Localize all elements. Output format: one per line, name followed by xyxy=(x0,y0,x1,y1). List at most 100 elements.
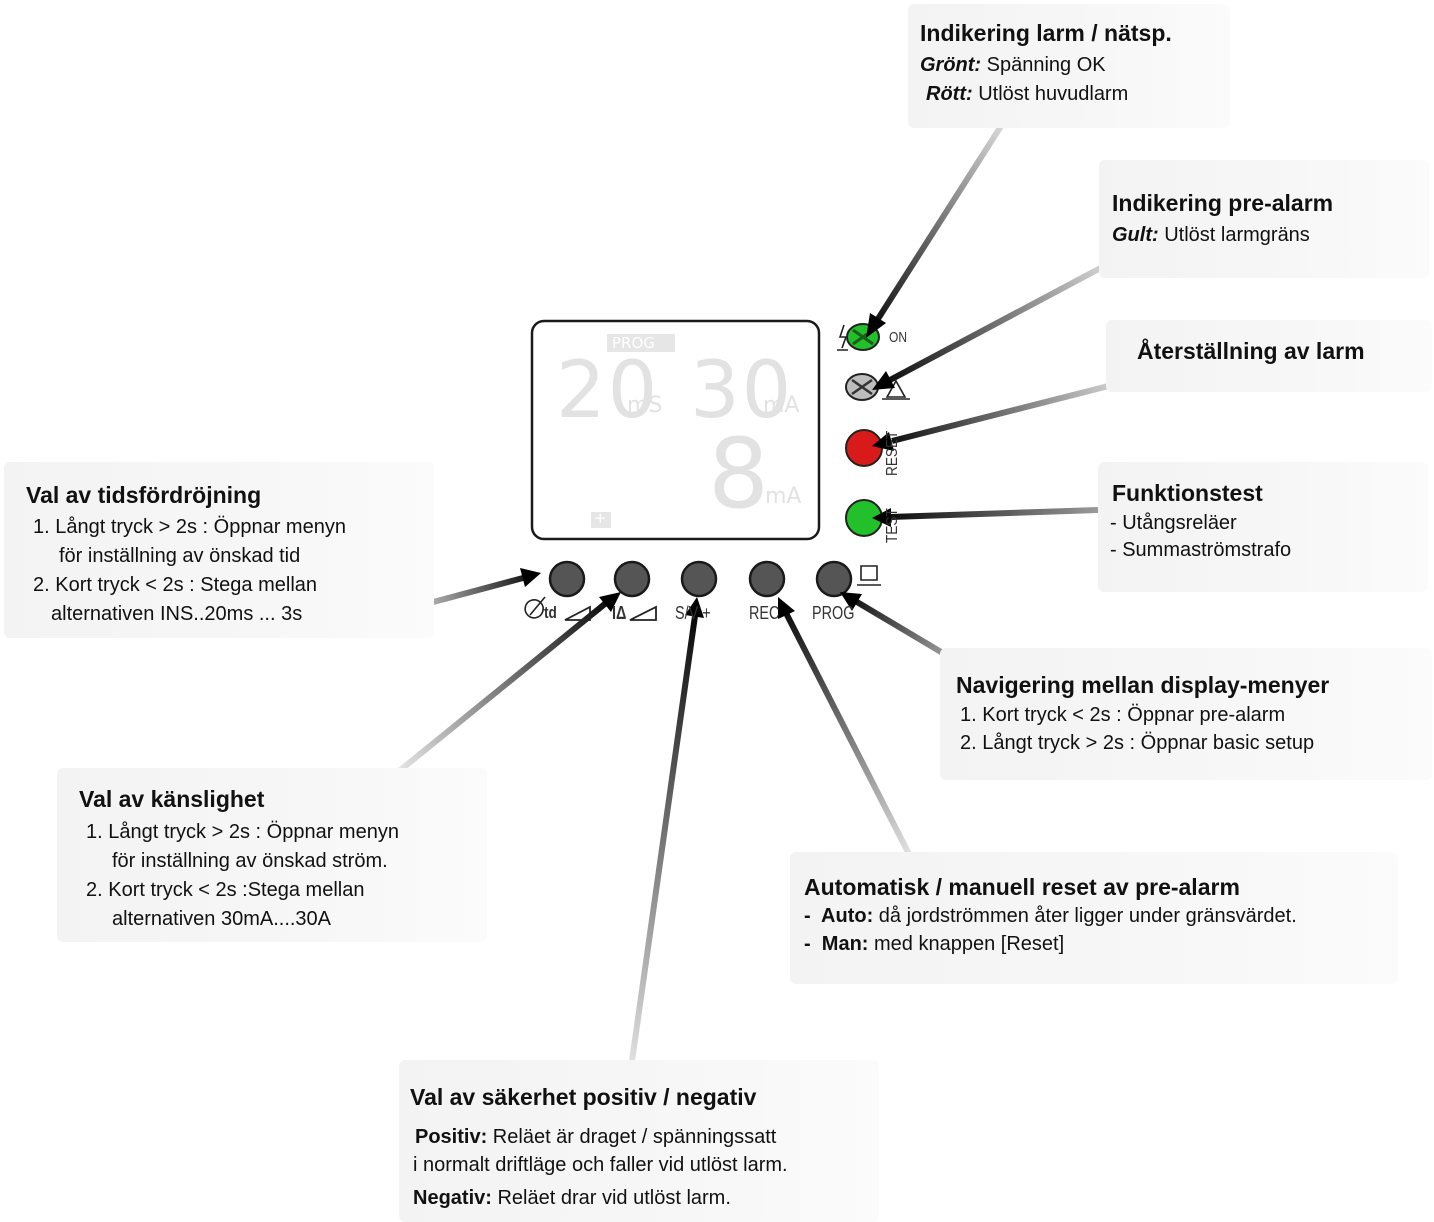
arrow-reset xyxy=(891,375,1141,444)
arrow-safety xyxy=(627,615,698,1076)
callout-line: Negativ: Reläet drar vid utlöst larm. xyxy=(413,1187,731,1210)
callout-title: Val av säkerhet positiv / negativ xyxy=(410,1084,757,1110)
lcd-unit-large: mA xyxy=(765,484,802,509)
prealarm-led-group xyxy=(845,373,879,401)
key-man: Man: xyxy=(821,933,869,955)
td-symbol-icon xyxy=(524,596,546,619)
callout-line: - Utångsreläer xyxy=(1110,512,1237,534)
callout-line: Rött: Utlöst huvudlarm xyxy=(926,83,1128,106)
arrow-alarm-power-head xyxy=(866,313,886,338)
key-red: Rött: xyxy=(926,83,973,105)
callout-line: alternativen INS..20ms ... 3s xyxy=(51,603,303,625)
callout-line: - Summaströmstrafo xyxy=(1110,539,1292,561)
prog-button-label: PROG xyxy=(812,603,855,623)
arrow-time-delay-head xyxy=(520,568,541,587)
sensitivity-button-label: IΔ xyxy=(612,603,627,623)
on-label: ON xyxy=(889,329,907,346)
key-negative: Negativ: xyxy=(413,1187,492,1209)
callout-title: Navigering mellan display-menyer xyxy=(956,672,1330,698)
reset-button[interactable] xyxy=(845,429,883,467)
callout-time-delay: Val av tidsfördröjning 1. Långt tryck > … xyxy=(4,462,434,638)
callout-sensitivity: Val av känslighet 1. Långt tryck > 2s : … xyxy=(57,768,487,942)
arrow-sensitivity-head xyxy=(599,592,621,612)
lcd-prog-indicator xyxy=(607,334,675,352)
callout-title: Återställning av larm xyxy=(1137,338,1365,364)
lcd-plus-indicator xyxy=(591,512,611,528)
td-button[interactable] xyxy=(548,560,586,598)
test-label: TEST xyxy=(884,508,901,543)
sv-button-label: S/V + xyxy=(675,603,711,623)
callout-line: Positiv: Reläet är draget / spänningssat… xyxy=(415,1126,776,1149)
sensitivity-ramp-icon xyxy=(629,605,657,621)
arrow-test-head xyxy=(872,508,891,527)
text-man: med knappen [Reset] xyxy=(868,933,1065,955)
prog-menu-icon xyxy=(857,565,881,586)
callout-line: Grönt: Spänning OK xyxy=(920,54,1106,77)
text-yellow: Utlöst larmgräns xyxy=(1158,224,1310,246)
prog-button[interactable] xyxy=(815,560,853,598)
text-red: Utlöst huvudlarm xyxy=(972,83,1129,105)
lcd-plus-label: + xyxy=(594,509,607,527)
td-button-label: td xyxy=(544,603,557,622)
callout-prealarm: Indikering pre-alarm Gult: Utlöst larmgr… xyxy=(1099,160,1429,278)
callout-title: Indikering larm / nätsp. xyxy=(920,20,1172,46)
sv-button[interactable] xyxy=(680,560,718,598)
callout-line: - Auto: då jordströmmen åter ligger unde… xyxy=(804,905,1297,927)
callout-reset: Återställning av larm xyxy=(1106,320,1432,392)
callout-line: 2. Kort tryck < 2s :Stega mellan xyxy=(86,879,365,901)
arrow-test xyxy=(889,507,1099,520)
callout-line: - Man: med knappen [Reset] xyxy=(804,933,1065,955)
arrow-prealarm xyxy=(888,252,1127,383)
callout-line: 2. Kort tryck < 2s : Stega mellan xyxy=(33,574,318,596)
lcd-digit-large: 8 xyxy=(708,418,770,530)
text-negative: Reläet drar vid utlöst larm. xyxy=(491,1187,731,1209)
key-positive: Positiv: xyxy=(415,1126,488,1148)
callout-title: Val av tidsfördröjning xyxy=(26,482,262,508)
lcd-digits-current: 30 xyxy=(690,346,794,436)
arrow-sensitivity xyxy=(396,600,608,775)
callout-title: Val av känslighet xyxy=(79,786,265,812)
key-auto: Auto: xyxy=(821,905,874,927)
callout-line: 1. Kort tryck < 2s : Öppnar pre-alarm xyxy=(960,704,1286,726)
lcd-digits-time: 20 xyxy=(556,346,660,436)
lcd-display xyxy=(530,319,821,541)
lcd-unit-current: mA xyxy=(763,393,800,418)
lcd-prog-label: PROG xyxy=(612,334,655,352)
arrow-reset-head xyxy=(872,432,894,451)
callout-line: i normalt driftläge och faller vid utlös… xyxy=(413,1154,788,1176)
warning-triangle-icon xyxy=(885,379,907,398)
lcd-unit-time: mS xyxy=(627,393,663,418)
sensitivity-button[interactable] xyxy=(613,560,651,598)
arrow-alarm-power xyxy=(873,110,1013,324)
arrow-prealarm-head xyxy=(872,371,895,390)
arrow-auto-reset-head xyxy=(778,597,795,619)
earth-fault-icon xyxy=(837,324,848,351)
key-green: Grönt: xyxy=(920,54,982,76)
text-green: Spänning OK xyxy=(981,54,1106,76)
text-positive: Reläet är draget / spänningssatt xyxy=(487,1126,777,1148)
callout-line: Gult: Utlöst larmgräns xyxy=(1112,224,1310,247)
rec-button-label: REC xyxy=(749,603,780,623)
callout-line: 1. Långt tryck > 2s : Öppnar menyn xyxy=(33,516,346,538)
callout-alarm-power: Indikering larm / nätsp. Grönt: Spänning… xyxy=(908,4,1230,128)
callout-title: Indikering pre-alarm xyxy=(1112,190,1334,216)
reset-label: RESET xyxy=(884,430,901,476)
arrow-auto-reset xyxy=(783,611,915,862)
callout-title: Funktionstest xyxy=(1112,480,1263,506)
callout-line: 2. Långt tryck > 2s : Öppnar basic setup xyxy=(960,732,1315,754)
callout-title: Automatisk / manuell reset av pre-alarm xyxy=(804,874,1240,900)
callout-navigation: Navigering mellan display-menyer 1. Kort… xyxy=(940,648,1432,780)
arrow-safety-head xyxy=(685,597,704,618)
arrow-navigation-head xyxy=(840,592,862,611)
callout-line: för inställning av önskad tid xyxy=(59,545,301,567)
key-yellow: Gult: xyxy=(1112,224,1159,246)
callout-test: Funktionstest - Utångsreläer - Summaströ… xyxy=(1098,462,1428,592)
callout-line: alternativen 30mA....30A xyxy=(112,908,332,930)
rec-button[interactable] xyxy=(748,560,786,598)
callout-auto-reset: Automatisk / manuell reset av pre-alarm … xyxy=(790,852,1398,984)
callout-line: 1. Långt tryck > 2s : Öppnar menyn xyxy=(86,821,399,843)
text-auto: då jordströmmen åter ligger under gränsv… xyxy=(873,905,1297,927)
callout-line: för inställning av önskad ström. xyxy=(112,850,388,872)
callout-safety: Val av säkerhet positiv / negativ Positi… xyxy=(399,1060,879,1222)
